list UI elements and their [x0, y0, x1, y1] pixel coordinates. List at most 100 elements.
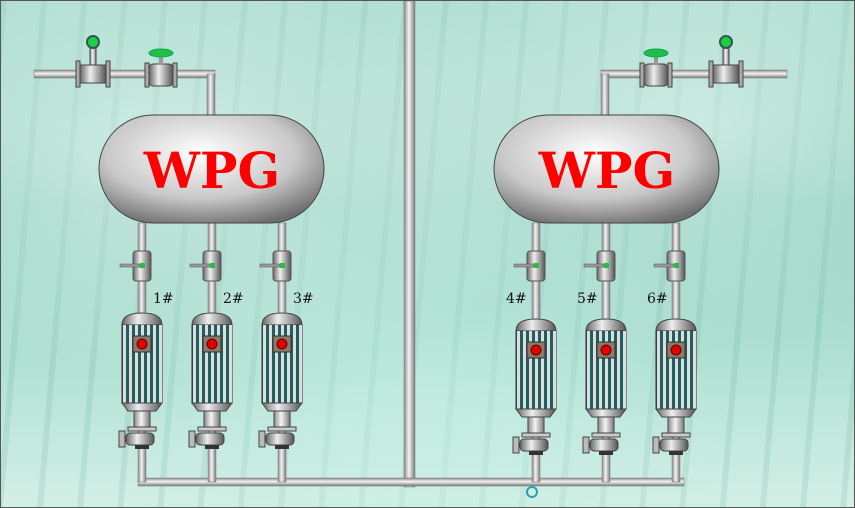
motor-fin: [275, 325, 278, 403]
inlet-pipe-left-down: [206, 73, 216, 120]
flowmeter-left-flange: [75, 60, 81, 88]
pump-label-5: 5#: [577, 291, 598, 307]
gate-valve-right[interactable]: [643, 63, 669, 87]
motor-fin: [199, 325, 202, 403]
pump-6-valve-lever[interactable]: [653, 263, 675, 268]
pump-5-discharge: [599, 451, 613, 455]
pump-label-4: 4#: [506, 291, 527, 307]
motor-fin: [675, 331, 678, 409]
gate-valve-right-flange: [639, 62, 645, 88]
pump-5-motor-cap: [585, 318, 627, 332]
pump-1-plate: [127, 426, 157, 432]
motor-fin: [553, 331, 556, 409]
pump-6-motor-cap: [655, 318, 697, 332]
motor-fin: [611, 331, 614, 409]
valve-status-icon: [534, 263, 539, 268]
pump-2-motor-base: [191, 402, 233, 412]
motor-fin: [617, 331, 620, 409]
pump-4-shaft: [527, 416, 545, 434]
motor-fin: [269, 325, 272, 403]
pump-6-discharge: [669, 451, 683, 455]
pump-2-plate: [197, 426, 227, 432]
flowmeter-left: [79, 64, 107, 84]
gate-valve-right-flange: [667, 62, 673, 88]
motor-fin: [687, 331, 690, 409]
tank-label-left: WPG: [143, 141, 281, 200]
motor-fin: [123, 325, 126, 403]
pump-1-casing: [125, 432, 155, 446]
pump-4-motor-cap: [515, 318, 557, 332]
pump-1-suction-flange: [118, 430, 126, 448]
inlet-pipe-right: [600, 69, 788, 79]
pump-3-valve-lever[interactable]: [259, 263, 281, 268]
pump-6-plate: [661, 432, 691, 438]
pump-status-indicator-icon: [670, 344, 682, 356]
flowmeter-right: [712, 64, 740, 84]
pump-status-indicator-icon: [206, 338, 218, 350]
pump-2-shaft: [203, 410, 221, 428]
motor-fin: [541, 331, 544, 409]
motor-fin: [529, 331, 532, 409]
motor-fin: [141, 325, 144, 403]
flowmeter-left-stem: [89, 46, 97, 66]
pump-4-motor-base: [515, 408, 557, 418]
motor-fin: [663, 331, 666, 409]
pump-1-motor-cap: [121, 312, 163, 326]
motor-fin: [287, 325, 290, 403]
pump-5-valve-lever[interactable]: [583, 263, 605, 268]
pump-3-motor-cap: [261, 312, 303, 326]
motor-fin: [211, 325, 214, 403]
pump-1-valve-lever[interactable]: [119, 263, 141, 268]
motor-fin: [587, 331, 590, 409]
pump-6-shaft: [667, 416, 685, 434]
pump-3-discharge: [275, 445, 289, 449]
motor-fin: [293, 325, 296, 403]
motor-fin: [593, 331, 596, 409]
valve-status-icon: [140, 263, 145, 268]
motor-fin: [153, 325, 156, 403]
pump-1-discharge: [135, 445, 149, 449]
pump-status-indicator-icon: [600, 344, 612, 356]
pump-6-motor-base: [655, 408, 697, 418]
motor-fin: [517, 331, 520, 409]
pump-5-casing: [589, 438, 619, 452]
main-riser-pipe: [403, 1, 416, 488]
pump-1-shaft: [133, 410, 151, 428]
motor-fin: [223, 325, 226, 403]
flowmeter-right-stem: [722, 46, 730, 66]
pump-2-motor-cap: [191, 312, 233, 326]
motor-fin: [129, 325, 132, 403]
motor-fin: [159, 325, 162, 403]
pump-label-1: 1#: [153, 291, 174, 307]
pump-4-plate: [521, 432, 551, 438]
motor-fin: [217, 325, 220, 403]
gate-valve-left-flange: [172, 62, 178, 88]
valve-handwheel-icon[interactable]: [148, 48, 174, 58]
gate-valve-left[interactable]: [148, 63, 174, 87]
pump-3-motor-base: [261, 402, 303, 412]
motor-fin: [263, 325, 266, 403]
valve-status-icon: [280, 263, 285, 268]
motor-fin: [599, 331, 602, 409]
motor-fin: [135, 325, 138, 403]
motor-fin: [547, 331, 550, 409]
motor-fin: [523, 331, 526, 409]
flowmeter-indicator-icon: [719, 35, 733, 49]
tank-left: [98, 114, 325, 224]
flowmeter-left-flange: [105, 60, 111, 88]
valve-status-icon: [674, 263, 679, 268]
motor-fin: [623, 331, 626, 409]
motor-fin: [657, 331, 660, 409]
motor-fin: [193, 325, 196, 403]
motor-fin: [535, 331, 538, 409]
pump-2-discharge: [205, 445, 219, 449]
flowmeter-right-flange: [738, 60, 744, 88]
valve-handwheel-icon[interactable]: [643, 48, 669, 58]
pump-1-motor-base: [121, 402, 163, 412]
pump-2-valve-lever[interactable]: [189, 263, 211, 268]
pump-4-valve-lever[interactable]: [513, 263, 535, 268]
drain-point-icon[interactable]: [526, 486, 538, 498]
tank-right: [493, 114, 720, 224]
